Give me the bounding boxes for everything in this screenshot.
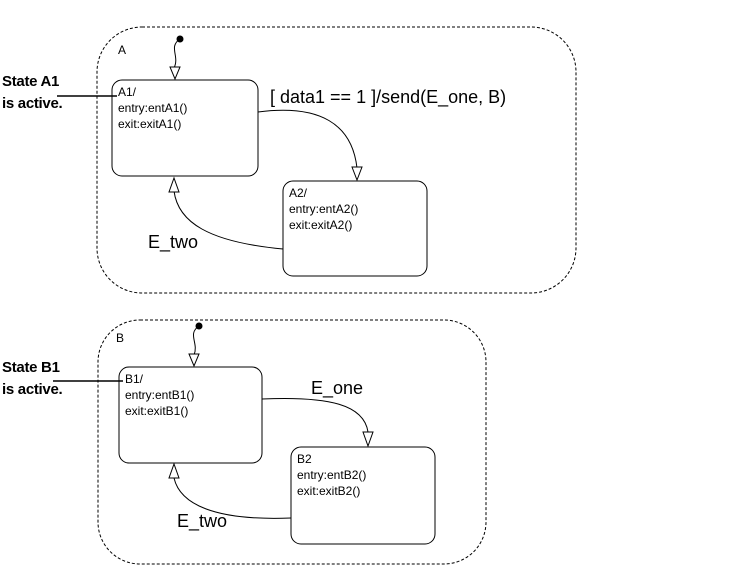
transition-b2-b1[interactable]: E_two: [168, 462, 292, 532]
state-a1-entry: entry:entA1(): [118, 101, 187, 115]
superstate-b-border: [97, 319, 487, 565]
state-b2[interactable]: B2 entry:entB2() exit:exitB2(): [290, 446, 436, 545]
superstate-a-border: [96, 26, 577, 294]
default-transition-a: [169, 35, 184, 81]
state-a2[interactable]: A2/ entry:entA2() exit:exitA2(): [282, 180, 428, 277]
state-b2-exit: exit:exitB2(): [297, 484, 360, 498]
arrowhead: [169, 66, 181, 81]
annotation-state-a1-active: State A1 is active.: [2, 73, 117, 112]
transition-a2-a1[interactable]: E_two: [148, 176, 284, 253]
state-b2-name: B2: [297, 452, 312, 466]
transition-a1-a2[interactable]: [ data1 == 1 ]/send(E_one, B): [257, 87, 506, 182]
transition-b1-b2[interactable]: E_one: [261, 378, 374, 448]
state-b1-entry: entry:entB1(): [125, 388, 194, 402]
state-b1-name: B1/: [125, 372, 144, 386]
transition-a1-a2-label: [ data1 == 1 ]/send(E_one, B): [270, 87, 506, 108]
arrowhead: [362, 431, 374, 448]
transition-b2-b1-label: E_two: [177, 511, 227, 532]
annotation-b-line2: is active.: [2, 381, 63, 398]
state-a1[interactable]: A1/ entry:entA1() exit:exitA1(): [111, 79, 259, 177]
annotation-a-line2: is active.: [2, 95, 63, 112]
transition-a2-a1-label: E_two: [148, 232, 198, 253]
superstate-a: A A1/ entry:entA1() exit:exitA1() A2/ en…: [96, 26, 577, 294]
state-a2-name: A2/: [289, 186, 308, 200]
arrowhead: [188, 353, 200, 368]
annotation-a-line1: State A1: [2, 73, 59, 90]
state-a1-name: A1/: [118, 85, 137, 99]
default-transition-b: [188, 322, 203, 368]
arrowhead: [168, 462, 180, 479]
state-b2-entry: entry:entB2(): [297, 468, 366, 482]
arrowhead: [168, 176, 180, 193]
superstate-b: B B1/ entry:entB1() exit:exitB1() B2 ent…: [97, 319, 487, 565]
superstate-a-label: A: [118, 43, 126, 57]
annotation-state-b1-active: State B1 is active.: [2, 359, 123, 398]
annotation-b-line1: State B1: [2, 359, 60, 376]
state-b1[interactable]: B1/ entry:entB1() exit:exitB1(): [118, 366, 263, 464]
state-a2-entry: entry:entA2(): [289, 202, 358, 216]
transition-b1-b2-label: E_one: [311, 378, 363, 399]
state-a1-exit: exit:exitA1(): [118, 117, 181, 131]
state-a2-exit: exit:exitA2(): [289, 218, 352, 232]
superstate-b-label: B: [116, 331, 124, 345]
arrowhead: [351, 166, 363, 182]
state-b1-exit: exit:exitB1(): [125, 404, 188, 418]
